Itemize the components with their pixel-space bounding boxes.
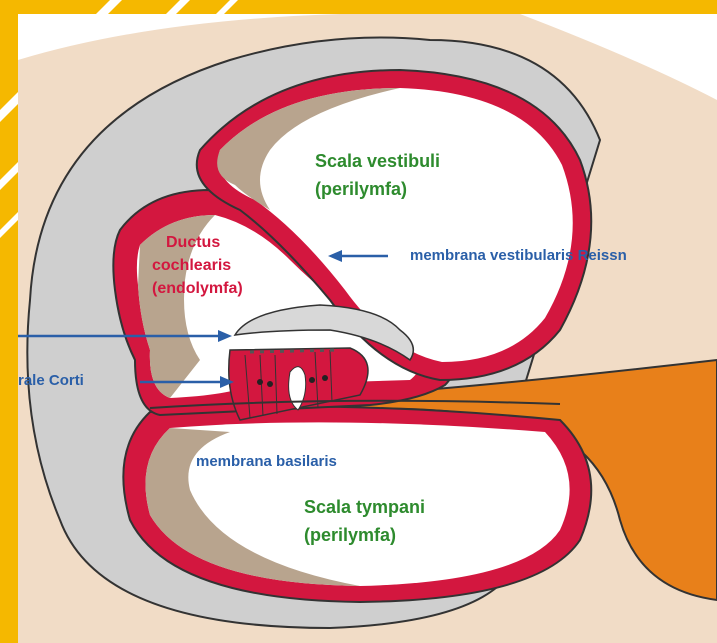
label-scala-tympani-fluid: (perilymfa) bbox=[304, 524, 396, 547]
label-cochlearis: cochlearis bbox=[152, 256, 231, 276]
label-membrana-basilaris: membrana basilaris bbox=[196, 453, 337, 472]
label-scala-tympani: Scala tympani bbox=[304, 496, 425, 519]
cochlea-cross-section-diagram bbox=[18, 14, 717, 643]
label-scala-vestibuli: Scala vestibuli bbox=[315, 150, 440, 173]
label-scala-vestibuli-fluid: (perilymfa) bbox=[315, 178, 407, 201]
label-ductus: Ductus bbox=[166, 233, 220, 253]
diagram-card: Scala vestibuli (perilymfa) Ductus cochl… bbox=[18, 14, 717, 643]
label-endolymfa: (endolymfa) bbox=[152, 279, 243, 299]
label-organ-corti: rale Corti bbox=[18, 372, 84, 391]
label-membrana-vestibularis: membrana vestibularis Reissn bbox=[410, 247, 627, 266]
